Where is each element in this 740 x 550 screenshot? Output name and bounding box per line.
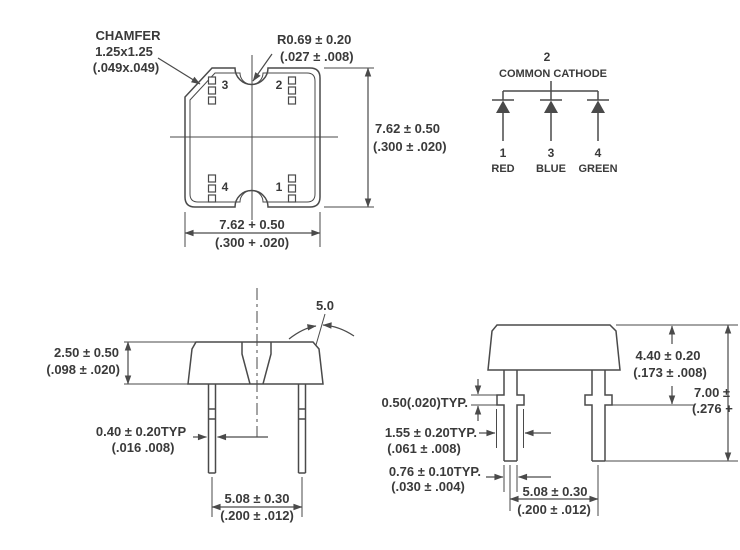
side-bodyheight-line2: (.173 ± .008) — [633, 365, 707, 380]
package-outline-inner — [189, 72, 316, 203]
width-dim-line1: 7.62 + 0.50 — [219, 217, 284, 232]
draft-angle-arc-left — [288, 324, 317, 340]
diode-triangle-green — [591, 100, 605, 113]
side-view: 4.40 ± 0.20 (.173 ± .008) 7.00 ± (.276 +… — [382, 324, 738, 517]
anode-leads — [502, 113, 599, 141]
pin3-number: 3 — [222, 78, 229, 92]
schematic-blue-label: BLUE — [536, 163, 566, 175]
front-view: 5.0 2.50 ± 0.50 (.098 ± .020) 0.40 ± 0.2… — [46, 288, 355, 523]
draft-angle-line — [315, 313, 326, 346]
notch-radius-leader-arrow — [252, 53, 273, 82]
front-lead-left — [207, 384, 217, 474]
package-outline-outer — [184, 67, 321, 208]
diode-triangle-red — [496, 100, 510, 113]
front-pitch-line1: 5.08 ± 0.30 — [225, 491, 290, 506]
pin2-number: 2 — [276, 78, 283, 92]
side-pitch-line1: 5.08 ± 0.30 — [523, 484, 588, 499]
schematic-pin4-number: 4 — [595, 146, 602, 160]
side-lead-left — [496, 370, 525, 462]
pin4-pads — [207, 174, 217, 203]
pin3-pads — [207, 76, 217, 105]
front-leadwidth-line2: (.016 .008) — [112, 440, 175, 455]
side-standoff-ext — [471, 394, 497, 406]
draft-angle-arc-right — [322, 322, 355, 337]
schematic-pin3-number: 3 — [548, 146, 555, 160]
side-standoff-label: 0.50(.020)TYP. — [382, 395, 468, 410]
schematic-red-label: RED — [491, 163, 514, 175]
chamfer-label-line2: 1.25x1.25 — [95, 44, 153, 59]
chamfer-label-line3: (.049x.049) — [93, 60, 160, 75]
draft-angle-label: 5.0 — [316, 298, 334, 313]
schematic-pin1-number: 1 — [500, 146, 507, 160]
front-pitch-line2: (.200 ± .012) — [220, 508, 294, 523]
side-leadwidth-line2: (.030 ± .004) — [391, 479, 465, 494]
front-body-outline — [187, 341, 324, 385]
side-body-outline — [487, 324, 621, 371]
diode-triangle-blue — [544, 100, 558, 113]
side-shoulder-line2: (.061 ± .008) — [387, 441, 461, 456]
side-bodyheight-line1: 4.40 ± 0.20 — [636, 348, 701, 363]
bus-drops — [502, 91, 599, 100]
height-dim-line1: 7.62 ± 0.50 — [375, 121, 440, 136]
width-dim-line2: (.300 + .020) — [215, 235, 289, 250]
side-leadwidth-line1: 0.76 ± 0.10TYP. — [389, 464, 481, 479]
chamfer-label-line1: CHAMFER — [96, 28, 162, 43]
side-leadwidth-ext — [503, 465, 518, 492]
front-height-line1: 2.50 ± 0.50 — [54, 345, 119, 360]
side-totalheight-line2: (.276 + — [692, 401, 733, 416]
height-dim-line2: (.300 ± .020) — [373, 139, 447, 154]
notch-radius-line1: R0.69 ± 0.20 — [277, 32, 351, 47]
chamfer-leader-arrow — [157, 57, 201, 85]
side-totalheight-line1: 7.00 ± — [694, 385, 730, 400]
pin2-pads — [287, 76, 297, 105]
pin1-pads — [287, 174, 297, 203]
side-lead-right — [584, 370, 613, 462]
schematic: 2 COMMON CATHODE 1 3 4 RED BLUE GREEN — [491, 50, 617, 175]
notch-radius-line2: (.027 ± .008) — [280, 49, 354, 64]
front-lead-right — [297, 384, 307, 474]
side-pitch-line2: (.200 ± .012) — [517, 502, 591, 517]
schematic-title: COMMON CATHODE — [499, 68, 607, 80]
side-shoulder-line1: 1.55 ± 0.20TYP. — [385, 425, 477, 440]
front-leadwidth-line1: 0.40 ± 0.20TYP — [96, 424, 187, 439]
schematic-green-label: GREEN — [578, 163, 617, 175]
pin1-number: 1 — [276, 180, 283, 194]
front-height-line2: (.098 ± .020) — [46, 362, 120, 377]
pin4-number: 4 — [222, 180, 229, 194]
schematic-pin2-number: 2 — [544, 50, 551, 64]
front-groove — [241, 342, 272, 385]
side-shoulder-ext — [496, 409, 524, 448]
top-view: 3 2 4 1 CHAMFER 1.25x1.25 (.049x.049) R0… — [93, 28, 447, 250]
